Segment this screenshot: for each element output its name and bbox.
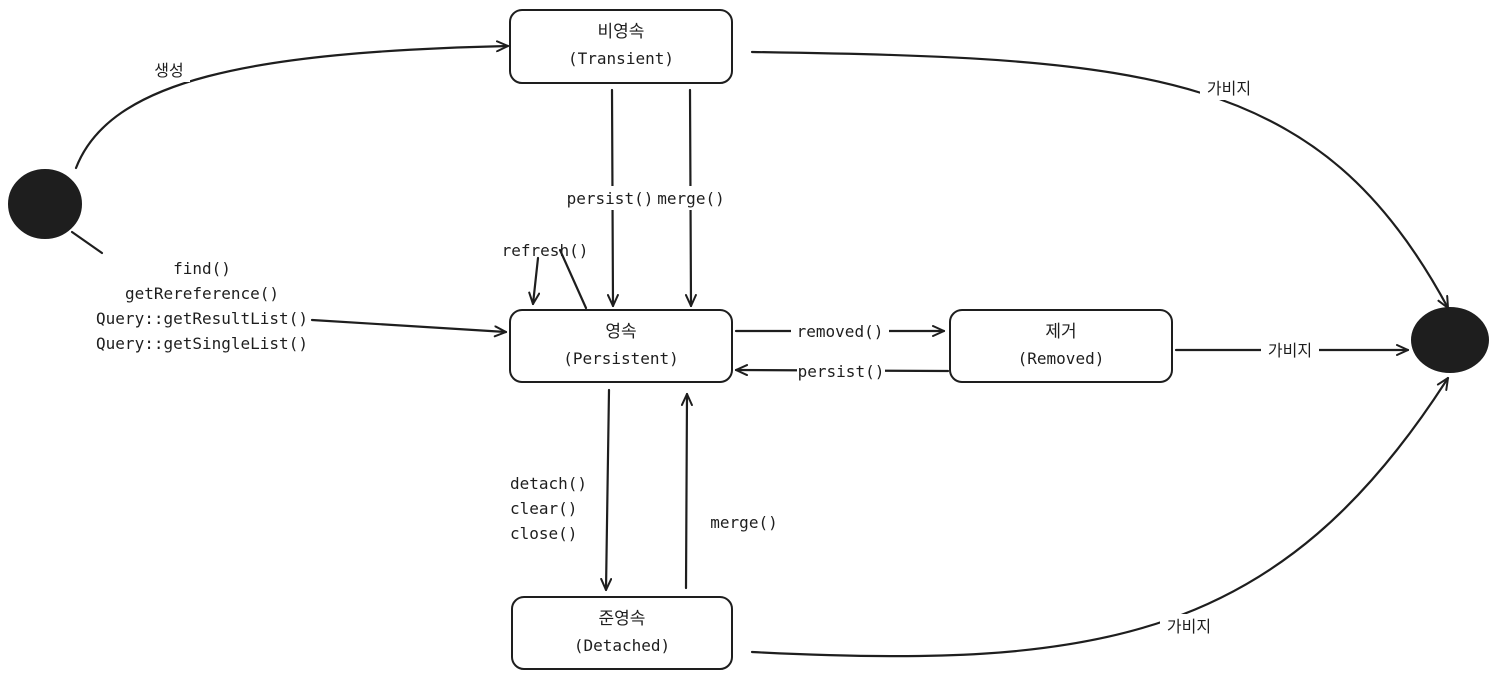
edge-detach <box>600 388 613 592</box>
state-removed-name: 제거 <box>1045 322 1076 342</box>
edge-start-tail <box>70 230 104 255</box>
edge-garbage-detached <box>750 376 1450 658</box>
state-removed: 제거 (Removed) <box>949 309 1173 383</box>
label-find-line-2: getRereference() <box>125 284 279 303</box>
state-detached-sub: (Detached) <box>574 636 670 655</box>
label-detach-line-2: clear() <box>510 499 577 518</box>
state-removed-sub: (Removed) <box>1018 349 1105 368</box>
label-detach-line-3: close() <box>510 524 577 543</box>
label-create: 생성 <box>154 61 183 80</box>
state-detached: 준영속 (Detached) <box>511 596 733 670</box>
label-merge: merge() <box>657 189 724 208</box>
state-persistent: 영속 (Persistent) <box>509 309 733 383</box>
state-persistent-sub: (Persistent) <box>563 349 679 368</box>
label-persist-back: persist() <box>798 362 885 381</box>
label-garbage-removed: 가비지 <box>1268 341 1312 360</box>
state-transient-sub: (Transient) <box>568 49 674 68</box>
state-detached-name: 준영속 <box>599 609 646 629</box>
label-detach-group: detach() clear() close() <box>510 474 587 543</box>
start-node <box>8 169 82 239</box>
edge-create <box>74 40 510 170</box>
edge-merge-back <box>680 392 693 590</box>
state-persistent-name: 영속 <box>605 322 636 342</box>
edge-garbage-transient <box>750 50 1450 310</box>
label-garbage-detached: 가비지 <box>1167 617 1211 636</box>
label-find-line-1: find() <box>173 259 231 278</box>
state-transient-name: 비영속 <box>598 22 645 42</box>
end-node <box>1411 307 1489 373</box>
label-detach-line-1: detach() <box>510 474 587 493</box>
label-garbage-transient: 가비지 <box>1207 79 1251 98</box>
label-find-group: find() getRereference() Query::getResult… <box>96 259 308 353</box>
label-find-line-4: Query::getSingleList() <box>96 334 308 353</box>
edge-find <box>310 318 508 338</box>
label-refresh: refresh() <box>502 241 589 260</box>
edge-refresh-in <box>528 256 541 306</box>
label-persist: persist() <box>567 189 654 208</box>
label-merge-back: merge() <box>710 513 777 532</box>
label-find-line-3: Query::getResultList() <box>96 309 308 328</box>
label-removed: removed() <box>797 322 884 341</box>
edge-refresh-out <box>558 248 588 310</box>
state-transient: 비영속 (Transient) <box>509 9 733 84</box>
